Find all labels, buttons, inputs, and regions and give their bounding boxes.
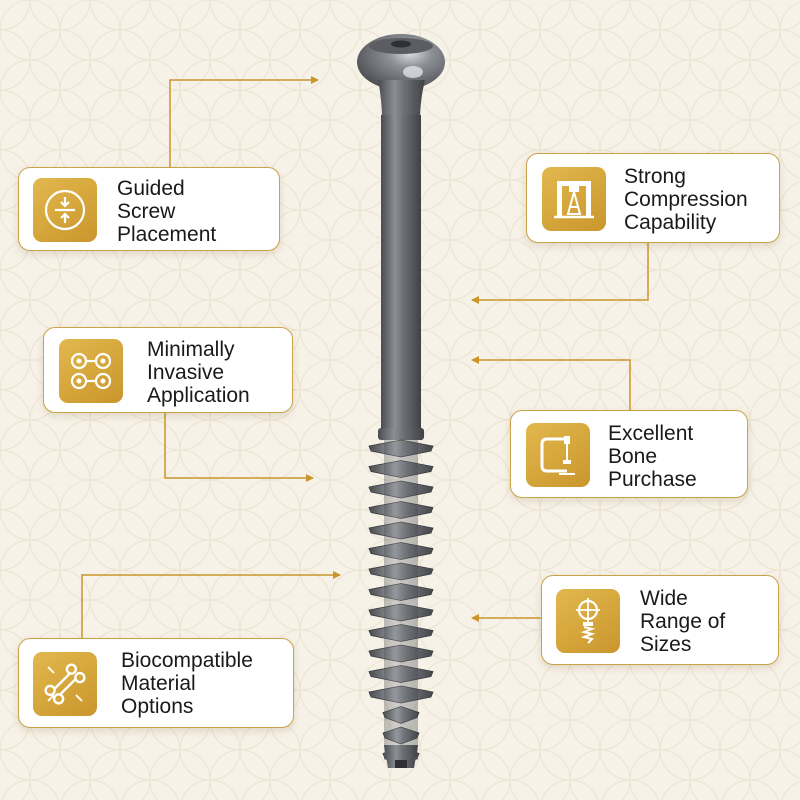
- feature-card-minimally-invasive: Minimally Invasive Application: [43, 327, 293, 413]
- feature-label: Biocompatible Material Options: [121, 649, 253, 718]
- feature-label: Strong Compression Capability: [624, 165, 748, 234]
- c-clamp-icon: [526, 423, 590, 487]
- feature-label: Excellent Bone Purchase: [608, 422, 697, 491]
- feature-card-sizes: Wide Range of Sizes: [541, 575, 779, 665]
- screw-head: [357, 34, 445, 90]
- screw-shaft: [381, 115, 421, 435]
- feature-card-compression: Strong Compression Capability: [526, 153, 780, 243]
- feature-label: Wide Range of Sizes: [640, 587, 726, 656]
- connector-line: [471, 356, 631, 410]
- compression-press-icon: [542, 167, 606, 231]
- feature-label: Minimally Invasive Application: [147, 338, 250, 407]
- feature-card-bone-purchase: Excellent Bone Purchase: [510, 410, 748, 498]
- connector-line: [164, 413, 314, 482]
- connector-line: [471, 243, 649, 304]
- screw-target-icon: [556, 589, 620, 653]
- linked-circles-icon: [59, 339, 123, 403]
- connector-line: [169, 76, 319, 170]
- feature-card-guided-placement: Guided Screw Placement: [18, 167, 280, 251]
- guided-placement-icon: [33, 178, 97, 242]
- feature-label: Guided Screw Placement: [117, 177, 217, 246]
- connector-line: [81, 571, 341, 638]
- bone-icon: [33, 652, 97, 716]
- feature-card-biocompatible: Biocompatible Material Options: [18, 638, 294, 728]
